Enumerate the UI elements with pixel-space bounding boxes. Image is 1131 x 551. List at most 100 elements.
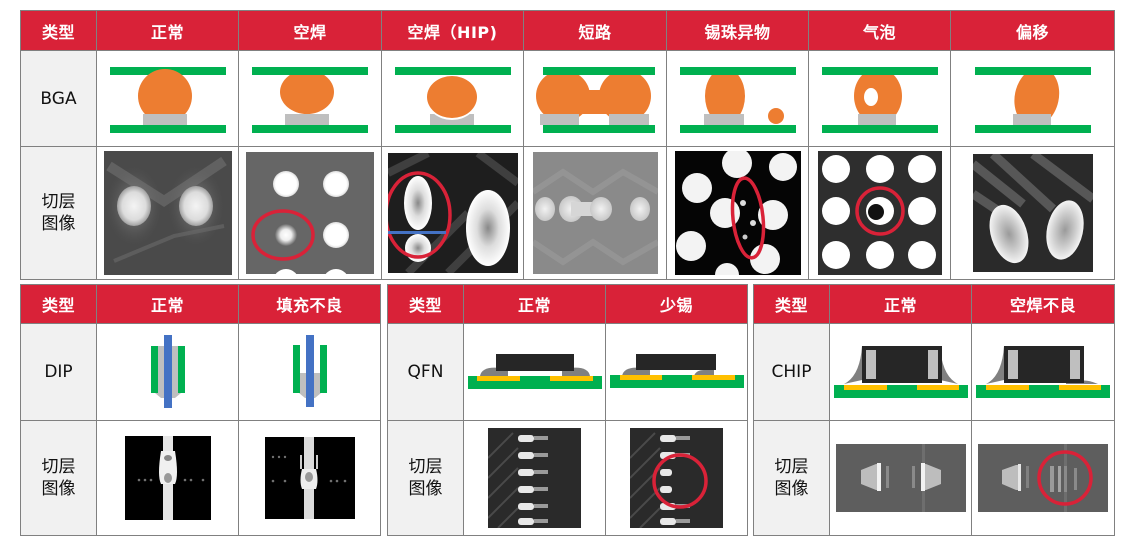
bga-diagram-open xyxy=(239,51,382,147)
chip-normal-diagram-icon xyxy=(833,346,968,398)
dip-xray-poor-fill xyxy=(239,421,380,535)
qfn-xray-insufficient xyxy=(606,421,747,535)
bga-xray-offset xyxy=(951,147,1114,279)
bga-header-open: 空焊 xyxy=(239,11,382,51)
bga-xray-short xyxy=(524,147,667,279)
bga-type-text: BGA xyxy=(40,88,77,109)
chip-header-open: 空焊不良 xyxy=(972,285,1114,324)
dip-diagram-normal xyxy=(97,324,239,421)
bga-header-void: 气泡 xyxy=(809,11,951,51)
qfn-header-type: 类型 xyxy=(388,285,464,324)
qfn-xray-normal xyxy=(464,421,606,535)
bga-header-type: 类型 xyxy=(21,11,97,51)
qfn-type-text: QFN xyxy=(407,362,444,382)
qfn-header-normal: 正常 xyxy=(464,285,606,324)
defect-highlight-circle xyxy=(387,171,452,259)
bga-xray-hip-image xyxy=(387,153,518,273)
qfn-image-label: 切层 图像 xyxy=(388,421,464,535)
dip-xray-normal xyxy=(97,421,239,535)
dip-normal-diagram-icon xyxy=(150,334,185,408)
bga-hip-diagram-icon xyxy=(394,66,511,133)
bga-xray-solder-ball xyxy=(667,147,809,279)
dip-image-label-line2: 图像 xyxy=(41,479,76,499)
chip-image-label: 切层 图像 xyxy=(754,421,830,535)
chip-xray-normal-image xyxy=(835,444,966,512)
defect-highlight-circle xyxy=(1037,450,1093,506)
chip-diagram-normal xyxy=(830,324,972,421)
chip-xray-open xyxy=(972,421,1114,535)
chip-xray-normal xyxy=(830,421,972,535)
bga-image-label-line2: 图像 xyxy=(41,214,76,234)
dip-xray-poor-fill-image xyxy=(264,437,355,519)
bga-short-diagram-icon xyxy=(536,66,655,133)
qfn-xray-normal-image xyxy=(488,428,581,528)
defect-highlight-circle xyxy=(854,186,905,236)
bga-xray-normal-image xyxy=(103,151,232,275)
chip-image-label-line1: 切层 xyxy=(774,457,809,477)
chip-defect-table: 类型 正常 空焊不良 CHIP 切层 图像 xyxy=(753,284,1115,536)
dip-poor-fill-diagram-icon xyxy=(292,334,327,407)
bga-solder-ball-diagram-icon xyxy=(679,66,796,133)
bga-xray-hip xyxy=(382,147,524,279)
qfn-type-label: QFN xyxy=(388,324,464,421)
dip-diagram-poor-fill xyxy=(239,324,380,421)
chip-diagram-open xyxy=(972,324,1114,421)
dip-type-text: DIP xyxy=(44,362,73,382)
bga-normal-diagram-icon xyxy=(107,63,228,133)
qfn-image-label-line2: 图像 xyxy=(408,479,443,499)
bga-xray-open-image xyxy=(246,152,374,274)
qfn-image-label-line1: 切层 xyxy=(408,457,443,477)
bga-diagram-hip xyxy=(382,51,524,147)
bga-offset-diagram-icon xyxy=(972,63,1093,133)
bga-header-offset: 偏移 xyxy=(951,11,1114,51)
qfn-normal-diagram-icon xyxy=(467,354,602,389)
qfn-defect-table: 类型 正常 少锡 QFN 切层 图像 xyxy=(387,284,748,536)
dip-image-label: 切层 图像 xyxy=(21,421,97,535)
dip-type-label: DIP xyxy=(21,324,97,421)
dip-header-type: 类型 xyxy=(21,285,97,324)
bga-xray-open xyxy=(239,147,382,279)
bga-xray-solder-ball-image xyxy=(674,151,801,275)
chip-type-text: CHIP xyxy=(771,362,812,382)
bga-diagram-short xyxy=(524,51,667,147)
defect-highlight-circle xyxy=(652,453,708,509)
bga-header-normal: 正常 xyxy=(97,11,239,51)
bga-open-diagram-icon xyxy=(252,66,368,133)
bga-diagram-offset xyxy=(951,51,1114,147)
bga-header-hip: 空焊（HIP) xyxy=(382,11,524,51)
defect-highlight-circle xyxy=(251,209,315,261)
qfn-header-insufficient: 少锡 xyxy=(606,285,747,324)
qfn-diagram-normal xyxy=(464,324,606,421)
bga-image-label: 切层 图像 xyxy=(21,147,97,279)
dip-image-label-line1: 切层 xyxy=(41,457,76,477)
dip-header-normal: 正常 xyxy=(97,285,239,324)
chip-header-type: 类型 xyxy=(754,285,830,324)
bga-header-solder-ball: 锡珠异物 xyxy=(667,11,809,51)
chip-header-normal: 正常 xyxy=(830,285,972,324)
bga-image-label-line1: 切层 xyxy=(41,192,76,212)
bga-xray-offset-image xyxy=(972,154,1093,272)
chip-open-diagram-icon xyxy=(976,346,1110,398)
bga-void-diagram-icon xyxy=(821,66,938,133)
bga-diagram-solder-ball xyxy=(667,51,809,147)
bga-diagram-normal xyxy=(97,51,239,147)
bga-xray-short-image xyxy=(532,152,658,274)
dip-header-poor-fill: 填充不良 xyxy=(239,285,380,324)
bga-xray-void-image xyxy=(817,151,942,275)
chip-image-label-line2: 图像 xyxy=(774,479,809,499)
dip-defect-table: 类型 正常 填充不良 DIP 切层 图像 xyxy=(20,284,381,536)
bga-diagram-void xyxy=(809,51,951,147)
qfn-insufficient-diagram-icon xyxy=(609,354,744,388)
bga-header-short: 短路 xyxy=(524,11,667,51)
chip-xray-open-image xyxy=(978,444,1108,512)
chip-type-label: CHIP xyxy=(754,324,830,421)
dip-xray-normal-image xyxy=(124,436,211,520)
bga-xray-normal xyxy=(97,147,239,279)
bga-type-label: BGA xyxy=(21,51,97,147)
qfn-xray-insufficient-image xyxy=(630,428,723,528)
bga-defect-table: 类型 正常 空焊 空焊（HIP) 短路 锡珠异物 气泡 偏移 BGA xyxy=(20,10,1115,280)
qfn-diagram-insufficient xyxy=(606,324,747,421)
defect-highlight-circle xyxy=(730,176,765,260)
hip-gap-line xyxy=(387,231,446,234)
bga-xray-void xyxy=(809,147,951,279)
